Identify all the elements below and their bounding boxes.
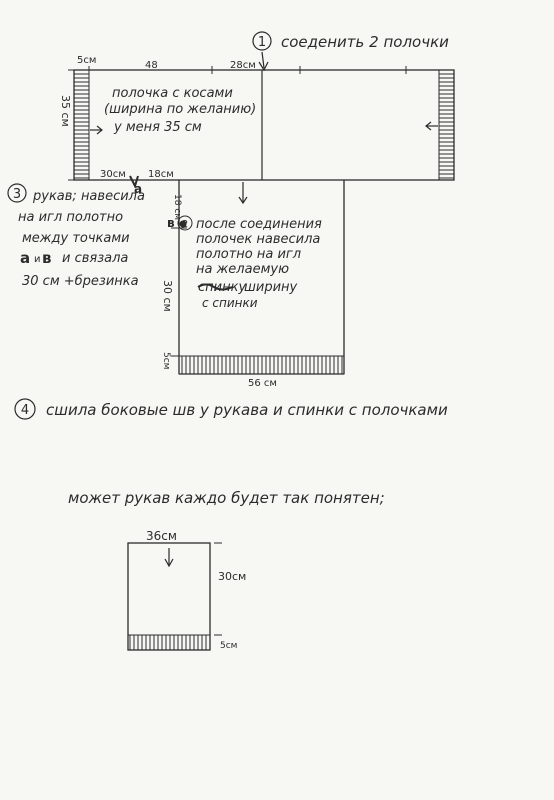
step3-label: 3 рукав; навесила на игл полотно между т… <box>7 183 145 289</box>
dim-48: 48 <box>145 60 158 71</box>
step2-number: 2 <box>182 219 188 230</box>
step3-text-line5: 30 см +брезинка <box>22 274 139 289</box>
dim-5cm-side: 5см <box>161 352 171 369</box>
step2-text-line6: с спинки <box>202 296 258 310</box>
dim-18cm-top: 18см <box>148 169 174 180</box>
top-panel: 5см 48 28см 35 см 30см 18см полочка с ко… <box>59 55 455 196</box>
top-panel-text-line2: (ширина по желанию) <box>104 102 256 117</box>
step2-text-line5: ширину <box>244 280 298 295</box>
sleeve-dim-5cm: 5см <box>220 641 237 651</box>
dim-35cm: 35 см <box>59 95 72 127</box>
step4-text: сшила боковые шв у рукава и спинки с пол… <box>46 401 448 419</box>
dim-5cm-top: 5см <box>77 55 96 66</box>
sleeve-down-arrow-icon <box>164 548 174 568</box>
step3-number: 3 <box>13 187 21 202</box>
step3-text-line2: на игл полотно <box>18 210 123 225</box>
step3-point-b: в <box>42 249 52 267</box>
step4-number: 4 <box>21 403 29 418</box>
step3-text-line1: рукав; навесила <box>32 189 145 204</box>
top-panel-text-line3: у меня 35 см <box>113 120 202 135</box>
point-b: в <box>167 216 187 230</box>
step2-struck-word: спинку <box>198 280 246 295</box>
dim-30cm-side: 30 см <box>161 280 174 312</box>
sleeve-note: может рукав каждо будет так понятен; <box>68 489 385 507</box>
step3-point-a: а <box>20 249 30 267</box>
left-inward-arrow-icon <box>90 125 103 135</box>
step4-label: 4 сшила боковые шв у рукава и спинки с п… <box>14 398 448 420</box>
step2-text-line1: после соединения <box>196 217 322 232</box>
top-panel-text-line1: полочка с косами <box>112 86 233 101</box>
dim-56cm: 56 см <box>248 378 277 389</box>
point-a: а <box>129 175 142 196</box>
left-rib-band <box>73 69 90 181</box>
step2-text-line4: на желаемую <box>196 262 289 277</box>
step1-label: 1 соеденить 2 полочки <box>252 31 449 72</box>
sleeve-diagram: 36см 30см 5см <box>127 529 246 651</box>
dim-30cm-top: 30см <box>100 169 126 180</box>
dim-28cm: 28см <box>230 60 256 71</box>
step3-text-line3: между точками <box>22 231 130 246</box>
step1-number: 1 <box>258 35 266 50</box>
sleeve-dim-30cm: 30см <box>218 570 246 583</box>
step2-text-line2: полочек навесила <box>196 232 320 247</box>
back-panel: 18 см 30 см 5см 56 см в 2 после соединен… <box>161 179 345 389</box>
back-rib-band <box>178 355 345 375</box>
point-a-label: а <box>134 182 142 196</box>
sleeve-dim-36cm: 36см <box>146 529 177 543</box>
down-arrow-icon <box>238 182 248 205</box>
step2-text-line3: полотно на игл <box>196 247 301 262</box>
dim-18cm-side: 18 см <box>172 194 182 220</box>
right-inward-arrow-icon <box>425 121 438 131</box>
point-b-label: в <box>167 216 175 230</box>
step3-text-line4: и связала <box>62 251 128 266</box>
step3-and: и <box>34 254 41 265</box>
step1-text: соеденить 2 полочки <box>281 33 449 51</box>
step2-label: 2 после соединения полочек навесила поло… <box>177 215 322 310</box>
sleeve-rib-band <box>127 634 211 651</box>
right-rib-band <box>438 69 455 181</box>
